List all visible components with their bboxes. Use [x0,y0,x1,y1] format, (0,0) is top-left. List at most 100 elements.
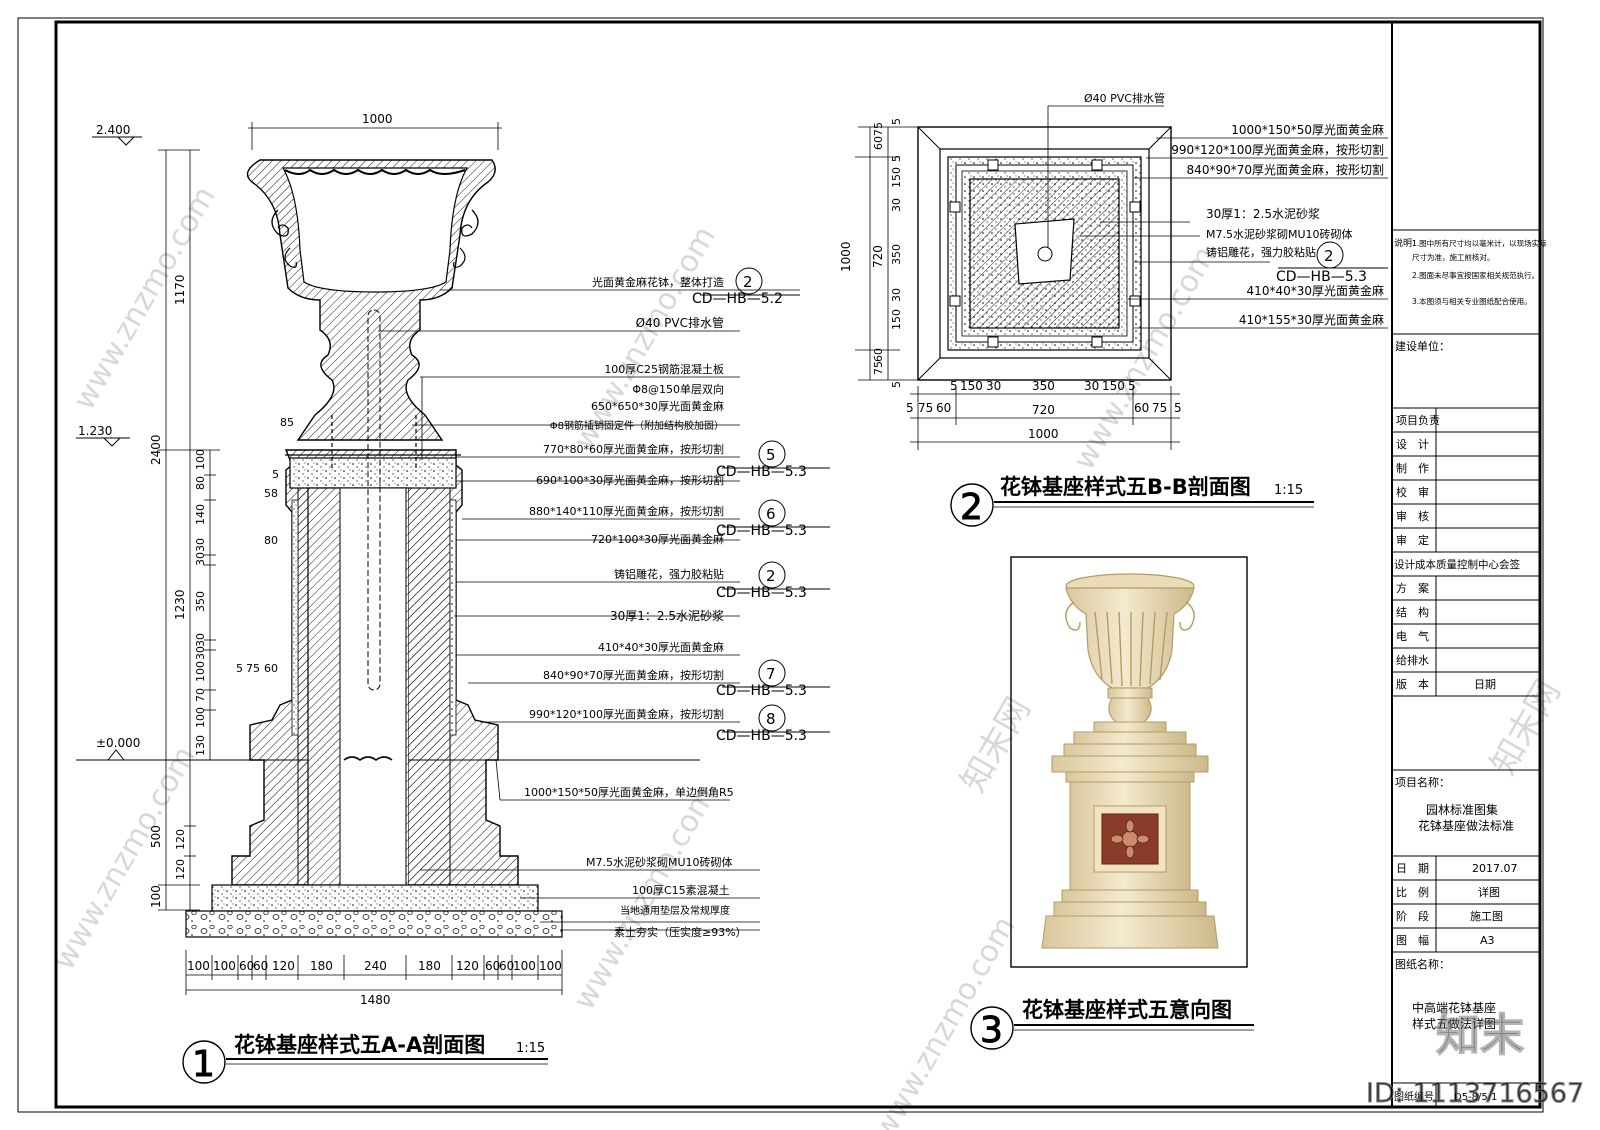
dim-b-60c: 60 [485,959,500,973]
drawing-name-label: 图纸名称： [1395,957,1450,971]
version-label: 版 本 [1396,677,1429,691]
dim-inner-30a: 30 [194,538,207,552]
callout-2-3: 30厚1：2.5水泥砂浆 [1206,206,1320,221]
drawing-2-section: 1000 5 60 75 5 30 150 350 30 150 75 60 5… [839,91,1388,529]
dim-b-120a: 120 [272,959,295,973]
info-value-1: 详图 [1478,885,1500,899]
note-line-3: 2.图面未尽事宜按国家相关规范执行。 [1412,270,1539,280]
dim-b-100b: 100 [213,959,236,973]
watermark-brand-text: 知末 [1436,1010,1524,1061]
info-label-0: 日 期 [1396,862,1429,875]
dim-inner-80: 80 [194,476,207,490]
dim-inner-30b: 30 [194,552,207,566]
dim-1170: 1170 [173,274,187,305]
dim2-l-5b: 5 [890,155,903,162]
callout-1-5: Φ8钢筋插销固定件（附加结构胶加固） [550,419,724,432]
dim2-b2-60b: 60 [1134,401,1149,415]
discipline-3: 给排水 [1396,653,1429,667]
drawing-1-scale: 1:15 [516,1041,545,1056]
project-name-1: 园林标准图集 [1426,802,1498,817]
dim-75: 75 [246,662,260,675]
drawing-2-number: 2 [960,487,983,528]
version-date-label: 日期 [1474,678,1496,691]
dim-inner-30d: 30 [194,646,207,660]
info-value-0: 2017.07 [1472,862,1518,875]
discipline-1: 结 构 [1396,605,1429,619]
ref-symbol-d1-8: 6 CD—HB—5.3 [716,499,830,539]
elevation-marker-mid: 1.230 [76,424,130,447]
elevation-marker-top: 2.400 [92,123,142,146]
dim-60: 60 [264,662,278,675]
callout-1-15: 1000*150*50厚光面黄金麻，单边倒角R5 [524,785,734,799]
dim-100-base: 100 [149,885,163,908]
ref-symbol-d1-13: 7 CD—HB—5.3 [716,659,830,699]
role-1: 设 计 [1396,438,1429,451]
dim2-l-350: 350 [890,244,903,265]
dim-5b: 5 [236,662,243,675]
dim2-l-30a: 30 [890,198,903,212]
role-5: 审 定 [1396,533,1429,547]
dim2-l-5c: 5 [890,381,903,388]
dim2-b2-5a: 5 [906,401,914,415]
dim-b-180a: 180 [310,959,333,973]
ref-code: CD—HB—5.3 [1276,269,1367,285]
company-sign: 设计成本质量控制中心会签 [1394,558,1520,571]
dim2-b-1000: 1000 [1028,427,1059,441]
callout-1-7: 690*100*30厚光面黄金麻，按形切割 [536,473,724,487]
callout-1-14: 990*120*100厚光面黄金麻，按形切割 [529,707,724,721]
dim-80-side: 80 [264,534,278,547]
dim-inner-140: 140 [194,504,207,525]
gravel-layer [185,910,563,938]
dim2-l-60: 60 [872,136,885,150]
role-2: 制 作 [1396,462,1429,475]
dim2-b2-75a: 75 [918,401,933,415]
dim-b-60b: 60 [253,959,268,973]
ref-code: CD—HB—5.3 [716,464,807,480]
project-label: 项目名称： [1395,775,1450,789]
callout-1-3: Φ8@150单层双向 [632,382,724,396]
dim2-l-150b: 150 [890,309,903,330]
dim2-b2-75b: 75 [1152,401,1167,415]
dim-85: 85 [280,416,294,429]
dim-inner-100b: 100 [194,661,207,682]
ref-code: CD—HB—5.3 [716,523,807,539]
drawing-name-1: 中高端花钵基座 [1412,1000,1496,1015]
dim2-l-150a: 150 [890,167,903,188]
dim2-l-75b: 75 [872,361,885,375]
notes-label: 说明： [1394,237,1421,249]
drawing-2-scale: 1:15 [1274,483,1303,498]
ref-num: 8 [766,710,776,728]
callout-1-0: 光面黄金麻花钵，整体打造 [592,275,724,289]
drawing-3-section: 3 花钵基座样式五意向图 [970,556,1254,1052]
dim2-b2-60a: 60 [936,401,951,415]
drawing-3-number: 3 [980,1010,1003,1051]
dim-b-100a: 100 [187,959,210,973]
drawing-1-title-text: 花钵基座样式五A-A剖面图 [234,1033,485,1057]
dim2-720-left: 720 [871,245,885,268]
watermark-site-4: www.znzmo.com [47,741,203,976]
info-label-3: 图 幅 [1396,934,1429,947]
dim-b-1480: 1480 [360,993,391,1007]
ref-code: CD—HB—5.2 [692,291,783,307]
dim-inner-120b: 120 [174,829,187,850]
dim-top-1000: 1000 [362,112,393,126]
dim-inner-100c: 100 [194,707,207,728]
elevation-zero-text: ±0.000 [96,736,140,750]
title-block: 说明： 1.图中所有尺寸均以毫米计，以现场实际 尺寸为准，施工前核对。 2.图面… [1392,229,1547,1107]
dim-b-120b: 120 [456,959,479,973]
dim2-b2-720: 720 [1032,403,1055,417]
callout-1-9: 720*100*30厚光面黄金麻 [591,532,724,546]
ref-code: CD—HB—5.3 [716,728,807,744]
watermark-brand: 知末 [1435,1009,1524,1061]
ref-symbol-d2-5: 2 CD—HB—5.3 [1276,241,1388,285]
callout-2-6: 410*40*30厚光面黄金麻 [1247,283,1384,298]
info-label-1: 比 例 [1396,885,1429,899]
callout-1-2: 100厚C25钢筋混凝土板 [604,362,724,376]
callout-1-17: 100厚C15素混凝土 [632,883,730,897]
ref-symbol-d1-10: 2 CD—HB—5.3 [716,561,830,601]
ref-num: 2 [743,273,753,291]
watermark-id: ID: 1113716567 [1366,1078,1584,1109]
dim-inner-120a: 120 [174,859,187,880]
concrete-layer [211,884,539,912]
callout-1-13: 840*90*70厚光面黄金麻，按形切割 [543,668,724,682]
